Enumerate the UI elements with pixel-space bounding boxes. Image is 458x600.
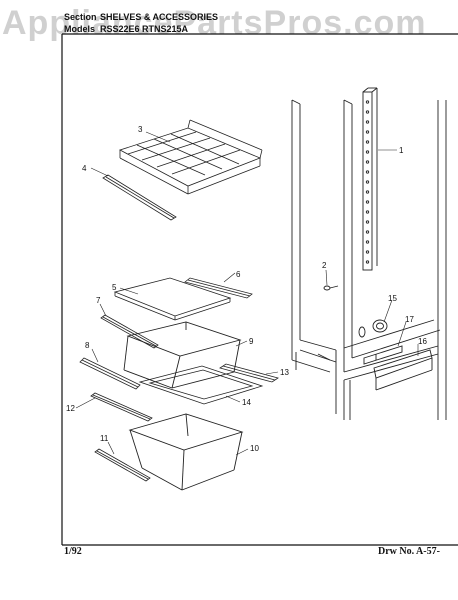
mounting-screw [323,285,339,291]
callout-5: 5 [112,283,117,292]
callout-7: 7 [96,296,101,305]
callout-12: 12 [66,404,75,413]
callout-3: 3 [138,125,143,134]
crisper-rail [79,357,141,390]
callout-14: 14 [242,398,251,407]
control-knob [358,319,388,338]
glass-crisper-cover [113,277,232,321]
models-label: Models [64,24,96,34]
section-value: SHELVES & ACCESSORIES [100,12,219,22]
callout-9: 9 [249,337,254,346]
callout-16: 16 [418,337,427,346]
lower-pan-rail [94,448,151,482]
tray-slide [219,363,279,383]
lower-crisper-pan [128,413,244,491]
callout-17: 17 [405,315,414,324]
rail-bracket [363,345,403,365]
cover-front-trim [100,314,159,349]
models-value: RSS22E6 RTNS215A [100,24,189,34]
footer-date: 1/92 [64,546,82,557]
callout-15: 15 [388,294,397,303]
wire-shelf [118,119,263,195]
page-frame [61,33,458,546]
crisper-support [373,349,433,391]
callout-4: 4 [82,164,87,173]
shelf-ladder-rail [362,87,378,271]
shelf-front-trim [102,174,177,221]
section-label: Section [64,12,97,22]
footer-drawing-number: Drw No. A-57- [378,546,440,557]
glass-shelf-trim [184,277,253,299]
callout-6: 6 [236,270,241,279]
callout-8: 8 [85,341,90,350]
callout-11: 11 [100,434,109,443]
pan-rail [90,392,153,422]
callout-2: 2 [322,261,327,270]
upper-crisper-pan [123,321,242,389]
callout-1: 1 [399,146,404,155]
refrigerator-cabinet [291,99,447,420]
callout-numbers: 1 2 3 4 5 6 7 8 9 10 11 12 13 14 15 16 1… [66,125,427,453]
watermark-logo: AppliancePartsPros.com [2,4,427,42]
leader-lines [75,131,419,456]
crisper-drawer-tray [138,365,264,405]
callout-10: 10 [250,444,259,453]
callout-13: 13 [280,368,289,377]
